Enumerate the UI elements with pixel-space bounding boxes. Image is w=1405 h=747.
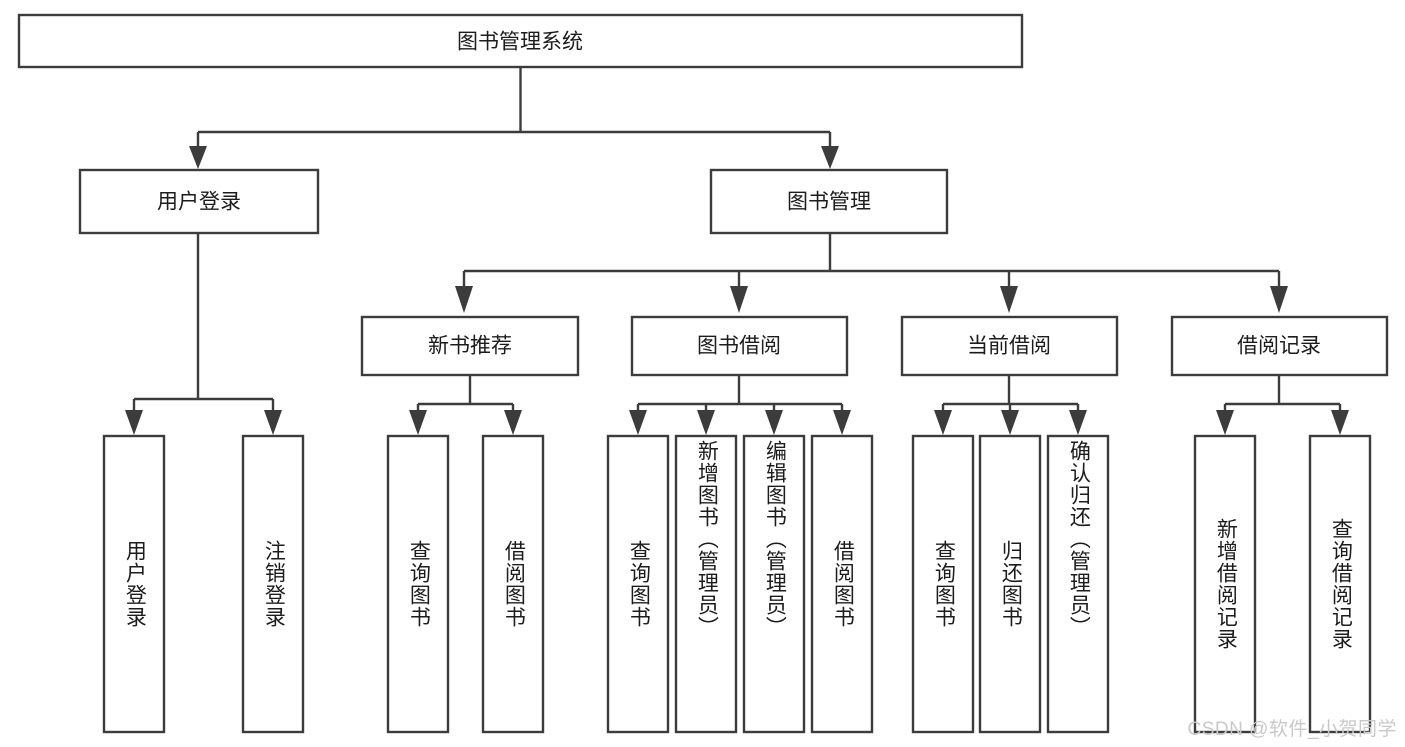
node-layer: 图书管理系统 用户登录 图书管理 新书推荐 图书借阅 xyxy=(17,13,1389,734)
connector-layer xyxy=(125,67,1349,435)
arrow-head-leaf-query-book-1 xyxy=(409,410,427,435)
arrow-head-leaf-edit-book xyxy=(765,410,783,435)
leaf-box-query-book-2[interactable] xyxy=(606,434,670,734)
leaf-box-confirm-return[interactable] xyxy=(1046,434,1110,734)
arrow-head-leaf-add-book xyxy=(697,410,715,435)
node-root-label: 图书管理系统 xyxy=(457,31,583,54)
arrow-head-current-borrow xyxy=(1000,286,1018,313)
node-new-book-recommend[interactable]: 新书推荐 xyxy=(360,315,580,377)
watermark-text: CSDN @软件_小贺同学 xyxy=(1187,719,1397,740)
leaf-box-borrow-book-2[interactable] xyxy=(810,434,874,734)
arrow-head-user-login xyxy=(189,146,207,169)
leaf-box-user-login[interactable] xyxy=(102,434,166,734)
node-new-book-recommend-label: 新书推荐 xyxy=(428,335,512,358)
leaf-box-borrow-book-1[interactable] xyxy=(481,434,545,734)
arrow-head-leaf-confirm-return xyxy=(1069,410,1087,435)
node-user-login[interactable]: 用户登录 xyxy=(78,168,320,235)
arrow-head-book-manage xyxy=(821,146,839,169)
arrow-head-new-book-recommend xyxy=(455,286,473,313)
node-book-manage-label: 图书管理 xyxy=(787,191,871,214)
node-borrow-record[interactable]: 借阅记录 xyxy=(1170,315,1389,377)
arrow-head-leaf-return-book xyxy=(1001,410,1019,435)
arrow-head-leaf-query-book-2 xyxy=(629,410,647,435)
node-book-borrow[interactable]: 图书借阅 xyxy=(630,315,849,377)
arrow-head-book-borrow xyxy=(730,286,748,313)
leaf-box-query-book-1[interactable] xyxy=(386,434,450,734)
arrow-head-leaf-borrow-book-1 xyxy=(504,410,522,435)
arrow-head-leaf-add-record xyxy=(1216,410,1234,435)
arrow-head-borrow-record xyxy=(1270,286,1288,313)
node-book-manage-box[interactable] xyxy=(709,168,949,235)
node-borrow-record-label: 借阅记录 xyxy=(1237,335,1321,358)
node-current-borrow-label: 当前借阅 xyxy=(967,335,1051,358)
leaf-box-edit-book[interactable] xyxy=(742,434,806,734)
node-root-box[interactable] xyxy=(17,13,1024,69)
leaf-box-query-book-3[interactable] xyxy=(911,434,975,734)
node-current-borrow-box[interactable] xyxy=(900,315,1119,377)
node-user-login-box[interactable] xyxy=(78,168,320,235)
arrow-head-leaf-borrow-book-2 xyxy=(833,410,851,435)
leaf-box-user-logout[interactable] xyxy=(241,434,305,734)
arrow-head-leaf-user-logout xyxy=(264,410,282,435)
leaf-box-query-record[interactable] xyxy=(1308,434,1372,734)
leaf-box-add-book[interactable] xyxy=(674,434,738,734)
arrow-head-leaf-user-login xyxy=(125,410,143,435)
node-root[interactable]: 图书管理系统 xyxy=(17,13,1024,69)
node-book-borrow-box[interactable] xyxy=(630,315,849,377)
node-user-login-label: 用户登录 xyxy=(157,191,241,214)
node-new-book-recommend-box[interactable] xyxy=(360,315,580,377)
node-borrow-record-box[interactable] xyxy=(1170,315,1389,377)
leaf-box-return-book[interactable] xyxy=(978,434,1042,734)
node-book-manage[interactable]: 图书管理 xyxy=(709,168,949,235)
node-book-borrow-label: 图书借阅 xyxy=(697,335,781,358)
node-current-borrow[interactable]: 当前借阅 xyxy=(900,315,1119,377)
leaf-box-add-record[interactable] xyxy=(1193,434,1257,734)
arrow-head-leaf-query-book-3 xyxy=(934,410,952,435)
arrow-head-leaf-query-record xyxy=(1331,410,1349,435)
